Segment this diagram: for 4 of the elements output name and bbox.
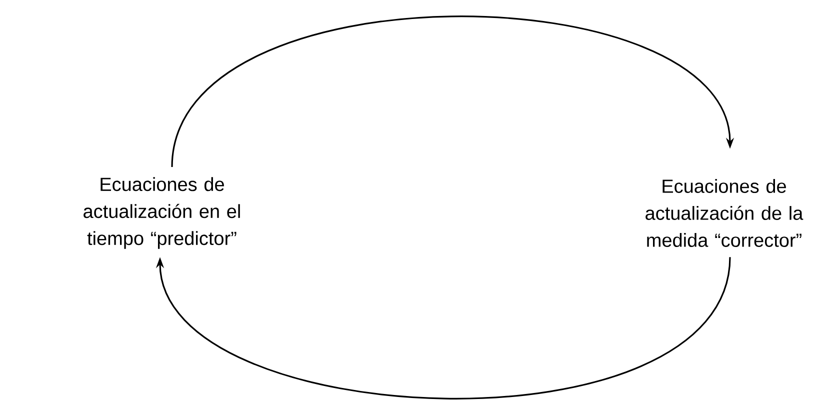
text-label: Ecuaciones de actualización de la medida “corrector” [646,179,804,247]
curved-arrow [156,256,731,400]
text-label: Ecuaciones de actualización en el tiempo “predictor” [84,177,240,249]
curved-arrow [171,16,734,168]
